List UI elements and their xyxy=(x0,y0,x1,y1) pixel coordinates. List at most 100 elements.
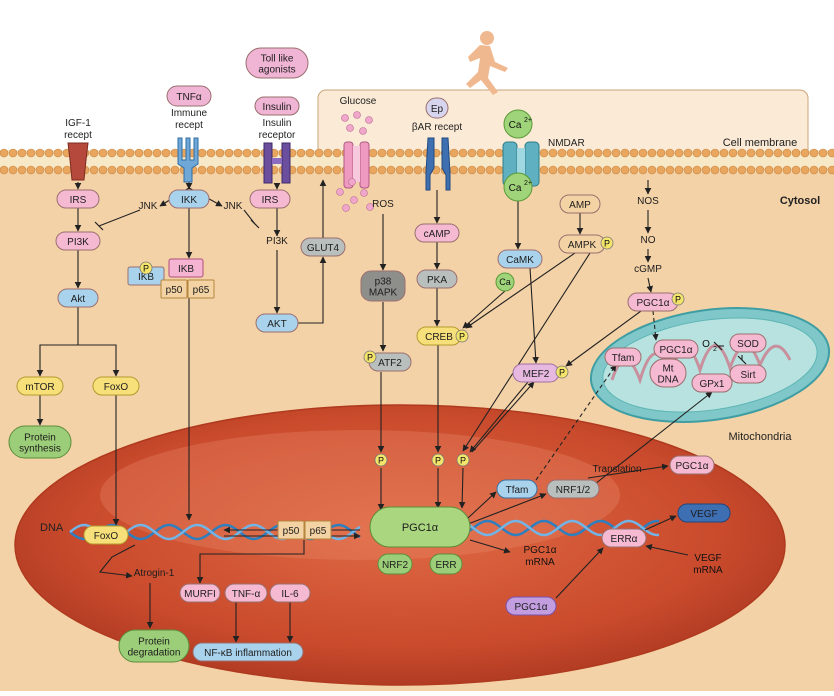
pi3k-left-text: PI3K xyxy=(67,237,89,248)
vegf-mrna-1: VEGF xyxy=(694,553,721,564)
glucose-label: Glucose xyxy=(340,96,377,107)
erra: ERRα xyxy=(601,528,647,548)
p38-mapk-text: p38 xyxy=(375,277,392,288)
pgc1a-mrna-2: mRNA xyxy=(525,557,555,568)
phospho-badge: P xyxy=(139,261,153,275)
mito-mtdna-text: Mt xyxy=(662,364,673,375)
translation-arrow xyxy=(587,463,669,479)
runner-icon xyxy=(466,31,508,95)
mito-sod: SOD xyxy=(729,333,767,353)
nrf2-nuc-text: NRF2 xyxy=(382,560,409,571)
dna-label: DNA xyxy=(40,522,64,534)
pgc1a-mrna-1: PGC1α xyxy=(523,545,556,556)
igf1-recept-label: recept xyxy=(64,130,92,141)
phospho-text: P xyxy=(675,295,681,305)
phospho-badge: P xyxy=(363,350,377,364)
tfam-to-mito xyxy=(535,364,617,481)
pgc1a-nuc-text: PGC1α xyxy=(402,522,439,534)
mito-pgc1a: PGC1α xyxy=(653,339,699,359)
ampk-to-nucleus xyxy=(462,252,591,452)
phospho-badge: P xyxy=(600,236,614,250)
pgc1a-purple: PGC1α xyxy=(505,596,557,616)
toll-agonists-text: Toll like xyxy=(261,54,294,65)
ampk-to-creb xyxy=(465,252,576,329)
phospho-text: P xyxy=(435,456,441,466)
tfam-nuc: Tfam xyxy=(496,479,538,499)
mef2-to-nucleus xyxy=(469,381,529,453)
mito-gpx1: GPx1 xyxy=(691,373,733,393)
glut4: GLUT4 xyxy=(300,237,346,257)
phospho-badge: P xyxy=(431,453,445,467)
calcium-small-text: Ca xyxy=(499,277,511,287)
phospho-text: P xyxy=(559,368,565,378)
il6-nuc-text: IL-6 xyxy=(281,589,299,600)
pka-text: PKA xyxy=(427,275,447,286)
oxygen-label: O xyxy=(702,339,710,350)
immune-receptor-icon xyxy=(177,137,199,183)
igf1-receptor-icon xyxy=(67,142,89,181)
insulin-ligand-text: Insulin xyxy=(263,102,292,113)
mito-mtdna-text: DNA xyxy=(657,375,678,386)
phospho-text: P xyxy=(459,332,465,342)
ikk: IKK xyxy=(168,189,210,209)
cgmp-label: cGMP xyxy=(634,264,662,275)
mitochondria-label: Mitochondria xyxy=(729,431,793,443)
erra-to-vegf xyxy=(644,515,677,531)
igf1-label: IGF-1 xyxy=(65,118,91,129)
calcium-small: Ca xyxy=(495,272,515,292)
translation-label: Translation xyxy=(592,464,641,475)
mtor: mTOR xyxy=(16,376,64,396)
cell-membrane xyxy=(0,148,834,175)
pgc1a-translated-text: PGC1α xyxy=(675,461,708,472)
calcium-extracellular-text: Ca xyxy=(509,120,522,131)
il6-nuc: IL-6 xyxy=(269,583,311,603)
vegf-mrna-2: mRNA xyxy=(693,565,723,576)
atrogin-label: Atrogin-1 xyxy=(134,568,175,579)
pka: PKA xyxy=(416,269,458,289)
erra-text: ERRα xyxy=(611,534,638,545)
akt-right: AKT xyxy=(255,313,299,333)
p50-nuc: p50 xyxy=(277,520,305,540)
protein-synthesis-text: Protein xyxy=(24,433,56,444)
tnfa-ligand: TNFα xyxy=(166,85,212,107)
vegf-text: VEGF xyxy=(690,509,717,520)
p50-nuc-text: p50 xyxy=(283,526,300,537)
nmdar-label: NMDAR xyxy=(548,138,585,149)
p50-cyto: p50 xyxy=(160,279,188,299)
p50-cyto-text: p50 xyxy=(166,285,183,296)
insulin-ligand: Insulin xyxy=(254,96,300,116)
jnk-inhibit-irs xyxy=(98,209,141,227)
immune-label: Immune xyxy=(171,108,208,119)
nrf2-nuc: NRF2 xyxy=(377,553,413,575)
foxo-nuc: FoxO xyxy=(83,525,129,545)
insulin-receptor-label-1: Insulin xyxy=(263,118,292,129)
cgmp-to-pgc xyxy=(646,277,653,293)
nfkb-inflammation-text: NF-κB inflammation xyxy=(204,648,292,659)
immune-recept-label: recept xyxy=(175,120,203,131)
mito-pgc1a-text: PGC1α xyxy=(659,345,692,356)
tnf-alpha-nuc: TNF-α xyxy=(224,583,268,603)
ikk-text: IKK xyxy=(181,195,197,206)
mtor-text: mTOR xyxy=(25,382,54,393)
pi3k-right: PI3K xyxy=(266,236,288,247)
akt-left-text: Akt xyxy=(71,294,86,305)
mito-sod-text: SOD xyxy=(737,339,759,350)
ampk: AMPK xyxy=(558,234,606,254)
mito-tfam: Tfam xyxy=(604,347,642,367)
nucleus-highlight xyxy=(100,430,620,560)
tfam-nuc-text: Tfam xyxy=(506,485,529,496)
phospho-badge: P xyxy=(555,365,569,379)
mef2: MEF2 xyxy=(512,363,560,383)
ikb-bound-text: IKB xyxy=(178,264,194,275)
mef2-text: MEF2 xyxy=(523,369,550,380)
glucose-transporter-icon xyxy=(336,111,374,212)
insulin-receptor-label-2: receptor xyxy=(259,130,296,141)
pgc-to-mef2 xyxy=(565,310,642,367)
